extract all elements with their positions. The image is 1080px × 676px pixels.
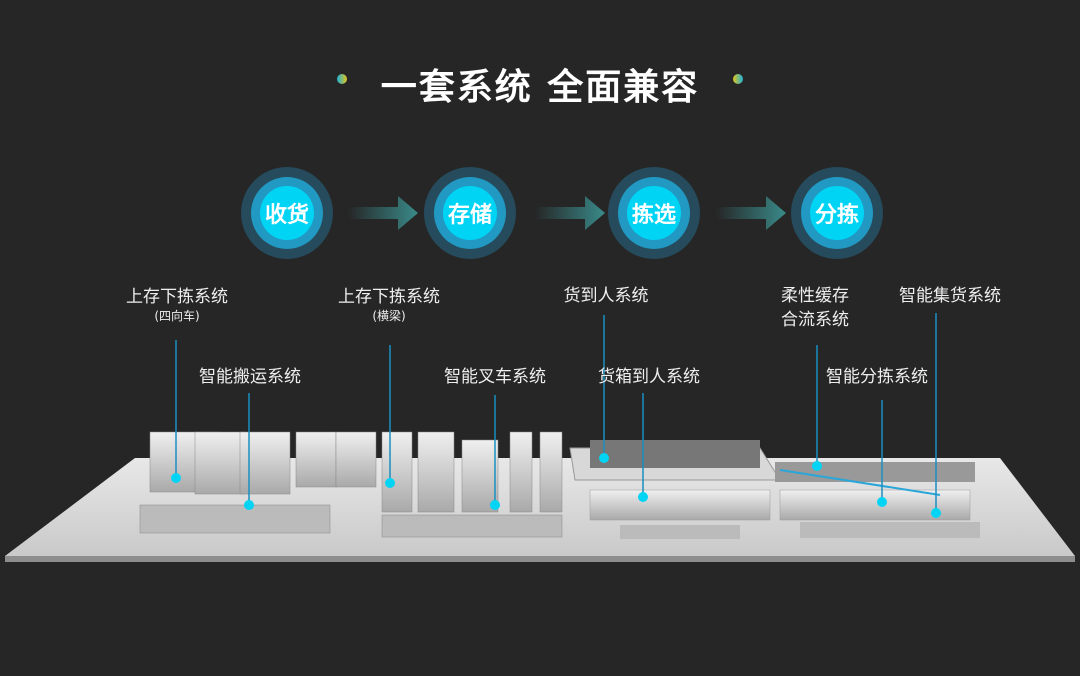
goods-to-person-zone [569, 440, 781, 539]
callout-buffer-merge: 柔性缓存合流系统 [781, 286, 849, 330]
step-label: 收货 [264, 203, 309, 228]
title-dot-left [337, 74, 347, 84]
callout-sorting: 智能分拣系统 [826, 367, 928, 387]
sorting-zone [775, 462, 980, 538]
step-storage: 存储 [424, 167, 516, 259]
callout-four-way-shuttle: 上存下拣系统(四向车) [126, 287, 228, 323]
callout-lines [175, 313, 937, 513]
callout-consolidation: 智能集货系统 [899, 286, 1001, 306]
callout-dots [171, 453, 941, 518]
page-title: 一套系统 全面兼容 [380, 67, 700, 108]
step-receiving: 收货 [241, 167, 333, 259]
step-label: 拣选 [631, 203, 676, 228]
arrow-icon [348, 196, 418, 230]
step-picking: 拣选 [608, 167, 700, 259]
step-label: 分拣 [814, 203, 859, 228]
arrow-icon [535, 196, 605, 230]
step-label: 存储 [447, 203, 492, 228]
arrow-icon [716, 196, 786, 230]
step-sorting: 分拣 [791, 167, 883, 259]
callout-forklift: 智能叉车系统 [444, 367, 546, 387]
title-dot-right [733, 74, 743, 84]
callout-handling: 智能搬运系统 [199, 367, 301, 387]
callout-goods-to-person: 货到人系统 [563, 286, 649, 306]
callout-tote-to-person: 货箱到人系统 [598, 367, 700, 387]
rack-zone-beam [381, 431, 563, 538]
callout-beam: 上存下拣系统(横梁) [338, 287, 440, 323]
